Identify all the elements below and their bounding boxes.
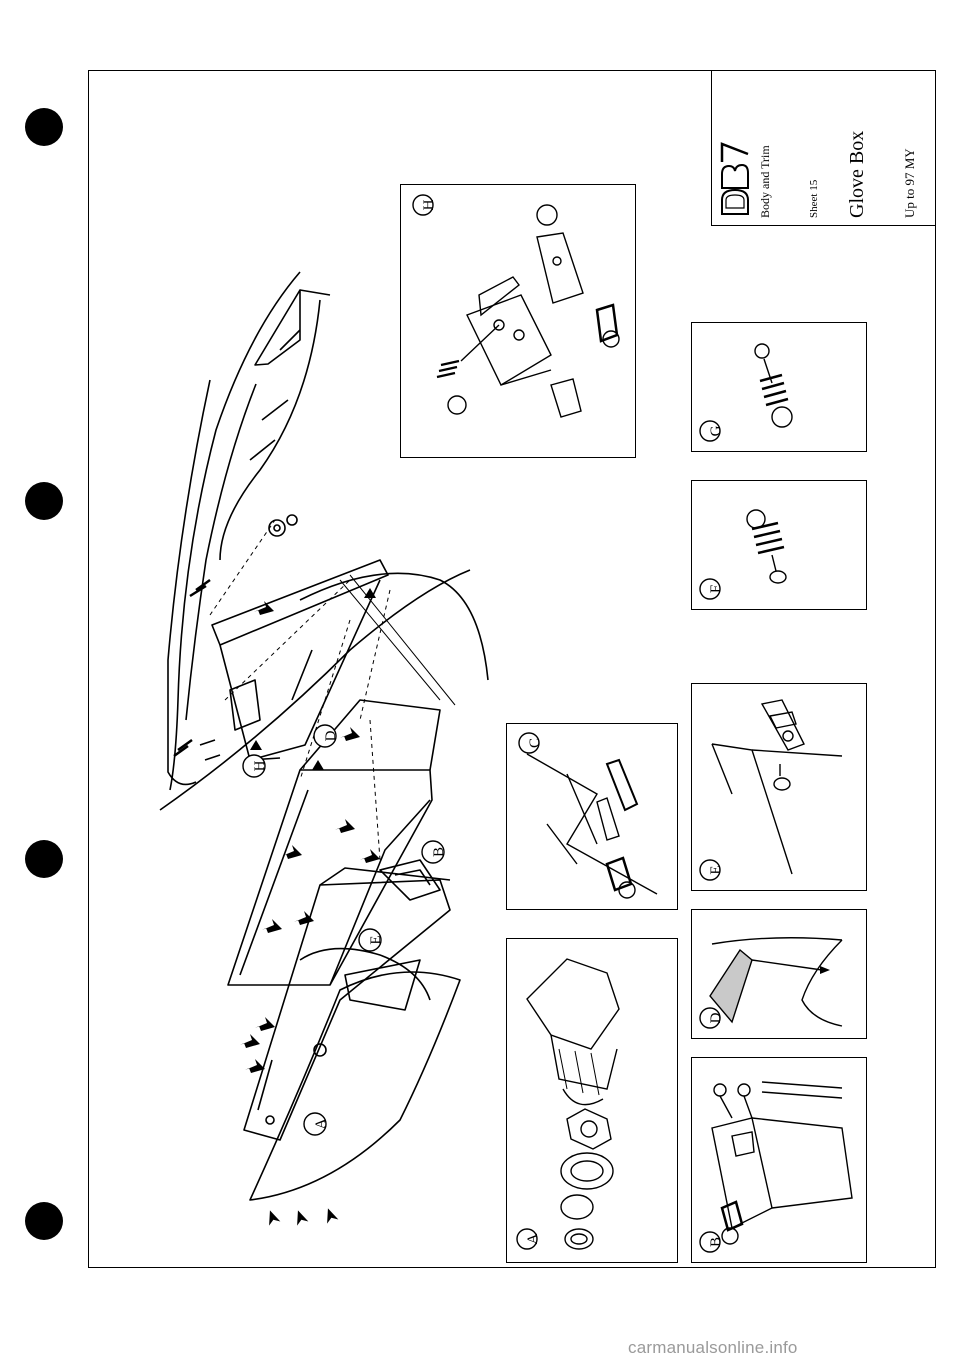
detail-a-lock-drawing: A [516, 958, 620, 1250]
detail-panel-c: C [506, 723, 678, 910]
binder-hole-1 [25, 108, 63, 146]
title-block: Body and Trim Sheet 15 Glove Box Up to 9… [711, 70, 936, 226]
binder-hole-3 [25, 840, 63, 878]
detail-label-f: F [708, 585, 724, 593]
callout-a: A [313, 1118, 329, 1129]
callout-e: E [368, 935, 384, 944]
detail-label-d: D [708, 1012, 724, 1023]
binder-hole-2 [25, 482, 63, 520]
detail-h-latch-drawing: H [412, 194, 620, 418]
detail-label-g: G [708, 425, 724, 436]
detail-e-clip-drawing: E [699, 699, 843, 881]
binder-hole-4 [25, 1202, 63, 1240]
detail-panel-a: A [506, 938, 678, 1263]
detail-label-e: E [708, 865, 724, 874]
detail-label-a: A [525, 1233, 541, 1244]
detail-label-c: C [527, 738, 543, 748]
detail-label-b: B [708, 1237, 724, 1247]
callout-d: D [323, 730, 339, 741]
detail-panel-f: F [691, 480, 867, 610]
detail-label-h: H [421, 199, 437, 210]
detail-panel-d: D [691, 909, 867, 1039]
detail-d-pad-drawing: D [699, 937, 843, 1029]
detail-c-clip-drawing: C [518, 732, 658, 899]
detail-panel-g: G [691, 322, 867, 452]
detail-panel-b: B [691, 1057, 867, 1263]
detail-panel-h: H [400, 184, 636, 458]
db7-logo [720, 142, 749, 215]
callout-b: B [431, 847, 447, 857]
footer-watermark: carmanualsonline.info [628, 1338, 798, 1357]
detail-b-bracket-drawing: B [699, 1081, 853, 1253]
detail-f-screw-drawing: F [699, 509, 787, 600]
detail-g-screw-drawing: G [699, 343, 793, 442]
detail-panel-e: E [691, 683, 867, 891]
callout-h: H [252, 760, 268, 771]
sheet-border [88, 70, 936, 1268]
